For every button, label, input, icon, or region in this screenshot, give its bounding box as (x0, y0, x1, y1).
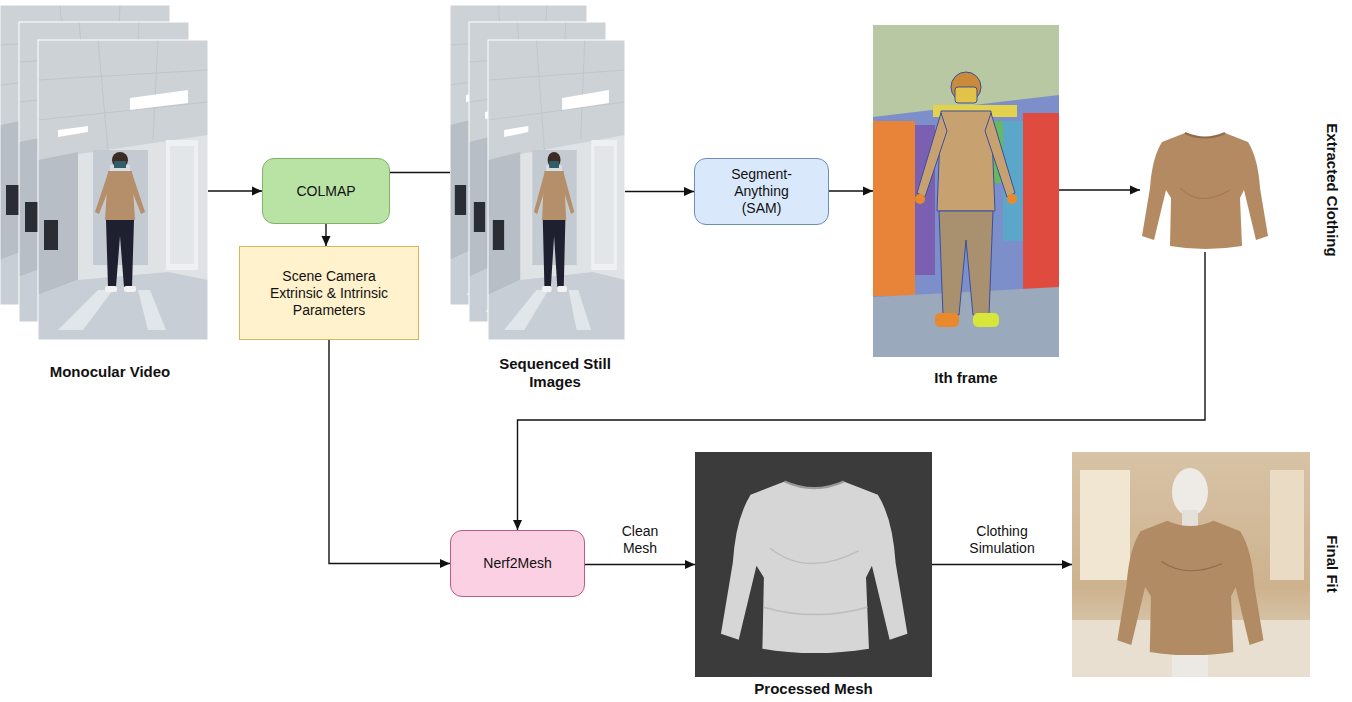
illustration-part (764, 607, 868, 614)
box-label: Nerf2Mesh (483, 555, 551, 572)
illustration-part (1185, 133, 1225, 138)
illustration-part (1172, 655, 1208, 677)
illustration-part (873, 25, 1059, 357)
arrowhead (513, 520, 522, 530)
illustration-part (1142, 133, 1268, 249)
arrowhead (1062, 560, 1072, 569)
illustration-part (785, 481, 844, 488)
illustration-part (38, 40, 208, 340)
connector (390, 172, 450, 173)
video-stack: Monocular Video (0, 5, 208, 340)
mesh-image: Processed Mesh (695, 452, 932, 677)
illustration-part (915, 194, 925, 204)
segmented-frame (873, 25, 1059, 357)
final-fit-render (1072, 452, 1310, 677)
parameter-box: Scene Camera Extrinsic & Intrinsic Param… (239, 246, 419, 340)
illustration-part (1080, 470, 1130, 580)
still-frames (450, 5, 625, 340)
illustration-part (1182, 510, 1198, 528)
illustration-part (488, 40, 625, 340)
process-box: Segment- Anything (SAM) (694, 158, 829, 225)
illustration-part (873, 121, 915, 296)
arrowhead (322, 236, 331, 246)
illustration-part (985, 113, 1015, 197)
image-caption: Ith frame (873, 369, 1059, 387)
edge-label: Clothing Simulation (954, 523, 1050, 557)
illustration-part (955, 87, 977, 103)
connector (518, 252, 1206, 530)
illustration-part (917, 113, 947, 197)
box-label: Scene Camera Extrinsic & Intrinsic Param… (260, 268, 398, 319)
processed-mesh-render (695, 452, 932, 677)
image-stack: Sequenced Still Images (450, 5, 625, 340)
illustration-part (1270, 470, 1304, 580)
image-caption: Monocular Video (20, 363, 200, 381)
illustration-part (973, 313, 999, 327)
image-caption: Processed Mesh (695, 680, 932, 698)
arrowhead (1130, 186, 1140, 195)
arrowhead (440, 559, 450, 568)
connector (932, 564, 1072, 565)
illustration-part (1161, 561, 1221, 570)
illustration-part (38, 40, 208, 340)
illustration-part (1117, 521, 1263, 656)
vertical-label: Final Fit (1323, 504, 1341, 624)
arrowhead (863, 187, 873, 196)
process-box: COLMAP (262, 158, 390, 224)
arrowhead (252, 187, 262, 196)
illustration-part (695, 452, 932, 677)
clothing-image: Extracted Clothing (1140, 128, 1270, 252)
illustration-part (873, 25, 1059, 117)
illustration-part (1072, 452, 1310, 677)
illustration-part (1023, 113, 1059, 298)
illustration-part (1180, 188, 1230, 199)
connector (329, 340, 450, 564)
illustration-part (951, 72, 981, 102)
edge-label: Clean Mesh (607, 523, 673, 557)
box-label: Segment- Anything (SAM) (717, 166, 806, 217)
illustration-part (1172, 468, 1208, 516)
illustration-part (721, 481, 907, 653)
illustration-part (488, 40, 625, 340)
connector (625, 191, 694, 192)
arrowhead (684, 187, 694, 196)
illustration-part (1007, 194, 1017, 204)
connector (1059, 189, 1140, 190)
connector (585, 564, 695, 565)
segmented-frame: Ith frame (873, 25, 1059, 357)
vertical-label: Extracted Clothing (1323, 105, 1341, 275)
arrowhead (685, 560, 695, 569)
illustration-part (770, 548, 859, 564)
illustration-part (935, 313, 959, 327)
box-label: COLMAP (296, 183, 355, 200)
illustration-part (721, 481, 907, 653)
illustration-part (939, 211, 993, 315)
video-frames (0, 5, 208, 340)
image-caption: Sequenced Still Images (485, 355, 625, 391)
process-box: Nerf2Mesh (450, 530, 585, 597)
fit-image: Final Fit (1072, 452, 1310, 677)
illustration-part (1117, 521, 1263, 656)
extracted-shirt (1142, 133, 1268, 249)
illustration-part (873, 287, 1059, 357)
